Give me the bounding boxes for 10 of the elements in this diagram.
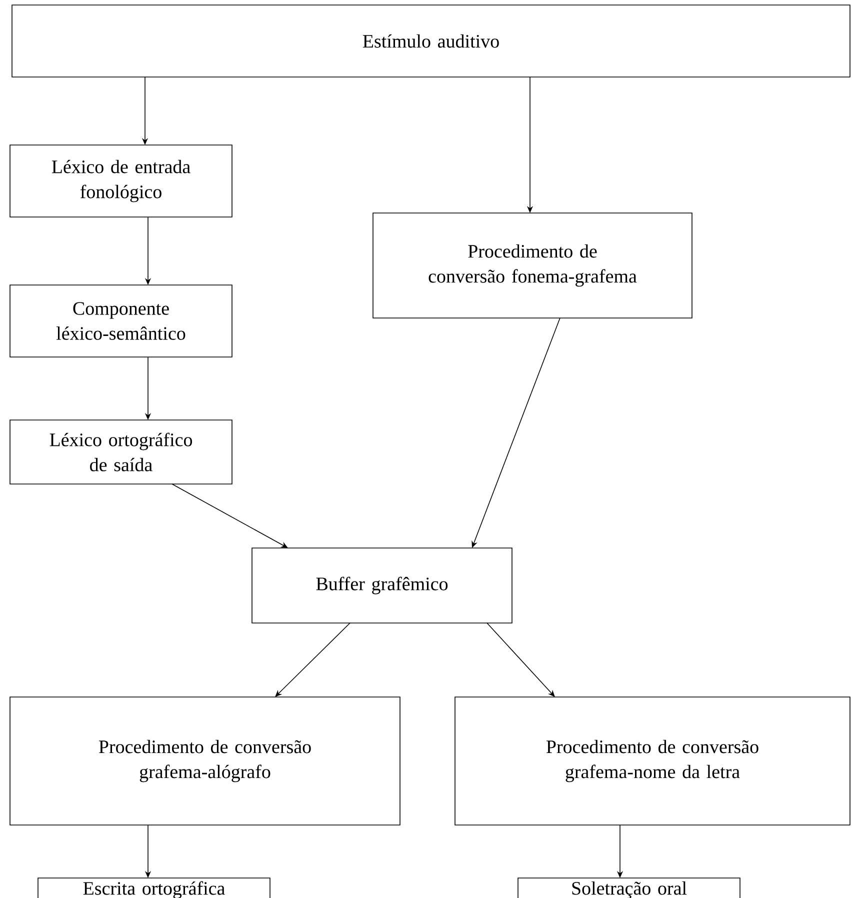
process-box: Buffer grafêmico (252, 548, 512, 624)
process-box: Léxico de entrada fonológico (10, 144, 232, 218)
process-box: Procedimento de conversão fonema-grafema (372, 212, 692, 318)
process-box: Procedimento de conversão grafema-alógrafo (10, 696, 400, 826)
process-box: Léxico ortográfico de saída (10, 420, 232, 484)
process-box: Procedimento de conversão grafema-nome da letra (454, 696, 850, 826)
arrow (275, 622, 350, 697)
process-box: Estímulo auditivo (12, 4, 850, 78)
process-box: Componente léxico-semântico (10, 284, 232, 358)
arrow (486, 622, 555, 697)
